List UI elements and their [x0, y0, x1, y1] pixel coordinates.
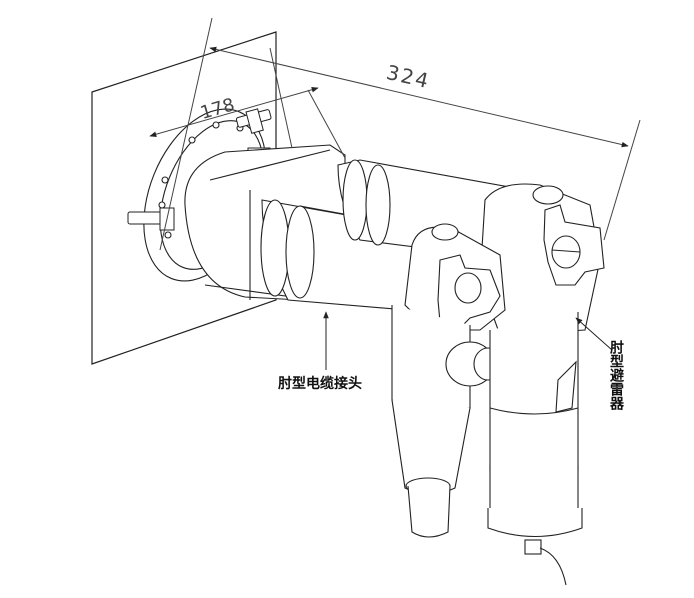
arrester-head: [479, 183, 605, 336]
arrester-label: 肘型避雷器: [608, 340, 625, 411]
connector-head: [404, 223, 506, 331]
arrester-body: [487, 312, 583, 586]
connector-label: 肘型电缆接头: [278, 375, 362, 392]
dimension-324-text: 324: [384, 60, 432, 93]
connector-leg: [391, 305, 503, 538]
arrester-leader: [575, 317, 613, 351]
dimension-324: [209, 46, 641, 241]
